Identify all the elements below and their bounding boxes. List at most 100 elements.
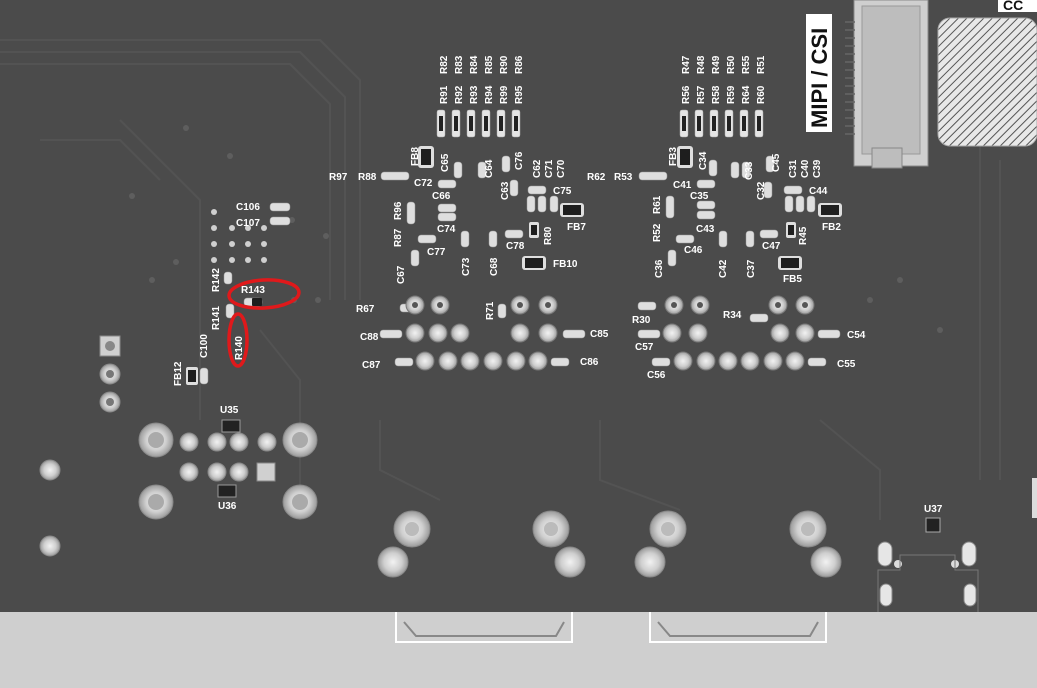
label-C44: C44 [809, 186, 828, 197]
label-C31: C31 [788, 159, 799, 178]
label-R55: R55 [741, 55, 752, 74]
label-R52: R52 [652, 223, 663, 242]
label-C64: C64 [484, 159, 495, 178]
label-C77: C77 [427, 247, 446, 258]
highlight-circle-r143 [227, 278, 301, 310]
label-R71: R71 [485, 301, 496, 320]
label-C41: C41 [673, 180, 692, 191]
label-C78: C78 [506, 241, 525, 252]
left-header [39, 335, 121, 557]
label-C63: C63 [500, 181, 511, 200]
label-C67: C67 [396, 265, 407, 284]
label-R95: R95 [514, 85, 525, 104]
label-C43: C43 [696, 224, 715, 235]
label-R80: R80 [543, 226, 554, 245]
label-R86: R86 [514, 55, 525, 74]
silkscreen-labels: C106 C107 R143 U35 U36 R97 R88 C72 C66 C… [218, 172, 943, 515]
mipi-csi-label: MIPI / CSI [807, 28, 832, 128]
label-C54: C54 [847, 330, 866, 341]
via-grid [211, 209, 267, 263]
label-R97: R97 [329, 172, 348, 183]
label-U35: U35 [220, 405, 239, 416]
label-C39: C39 [812, 159, 823, 178]
label-FB2: FB2 [822, 222, 841, 233]
label-C75: C75 [553, 186, 572, 197]
pcb-traces [0, 39, 1001, 520]
label-R93: R93 [469, 85, 480, 104]
highlight-circle-r140 [227, 312, 249, 368]
label-C42: C42 [718, 259, 729, 278]
label-C88: C88 [360, 332, 379, 343]
label-C55: C55 [837, 359, 856, 370]
bottom-connectors [395, 612, 827, 643]
label-C65: C65 [440, 153, 451, 172]
label-C72: C72 [414, 178, 433, 189]
resistor-array-left [436, 109, 521, 138]
label-R62: R62 [587, 172, 606, 183]
label-FB3: FB3 [668, 147, 679, 166]
board-edge-strip [0, 612, 1037, 688]
label-FB12: FB12 [173, 361, 184, 386]
label-C40: C40 [800, 159, 811, 178]
label-R51: R51 [756, 55, 767, 74]
dark-components [186, 146, 842, 385]
label-R67: R67 [356, 304, 375, 315]
label-C86: C86 [580, 357, 599, 368]
label-R50: R50 [726, 55, 737, 74]
label-R92: R92 [454, 85, 465, 104]
label-C100: C100 [199, 334, 210, 358]
label-R61: R61 [652, 195, 663, 214]
label-R30: R30 [632, 315, 651, 326]
label-R83: R83 [454, 55, 465, 74]
label-R45: R45 [798, 226, 809, 245]
label-C35: C35 [690, 191, 709, 202]
label-R141: R141 [211, 306, 222, 330]
label-C87: C87 [362, 360, 381, 371]
label-FB7: FB7 [567, 222, 586, 233]
label-C37: C37 [746, 259, 757, 278]
label-C74: C74 [437, 224, 456, 235]
label-R88: R88 [358, 172, 377, 183]
audio-jack-footprint [138, 419, 318, 520]
label-C46: C46 [684, 245, 703, 256]
label-R96: R96 [393, 201, 404, 220]
label-C45: C45 [771, 153, 782, 172]
label-C62: C62 [532, 159, 543, 178]
label-C36: C36 [654, 259, 665, 278]
pad-rows [405, 295, 815, 371]
pad-holes [412, 302, 808, 308]
label-R59: R59 [726, 85, 737, 104]
label-R56: R56 [681, 85, 692, 104]
label-C76: C76 [514, 151, 525, 170]
label-R58: R58 [711, 85, 722, 104]
label-R140: R140 [234, 336, 245, 360]
usb-footprint [877, 517, 979, 612]
label-C73: C73 [461, 257, 472, 276]
label-U37: U37 [924, 504, 943, 515]
label-C107: C107 [236, 218, 260, 229]
label-C68: C68 [489, 257, 500, 276]
label-R87: R87 [393, 228, 404, 247]
label-C85: C85 [590, 329, 609, 340]
label-C34: C34 [698, 151, 709, 170]
label-FB10: FB10 [553, 259, 578, 270]
label-R34: R34 [723, 310, 742, 321]
label-R47: R47 [681, 55, 692, 74]
label-C66: C66 [432, 191, 451, 202]
label-R82: R82 [439, 55, 450, 74]
label-FB5: FB5 [783, 274, 802, 285]
smd-parts-vertical [199, 155, 816, 385]
label-FB8: FB8 [410, 147, 421, 166]
label-R91: R91 [439, 85, 450, 104]
label-R90: R90 [499, 55, 510, 74]
label-R48: R48 [696, 55, 707, 74]
label-C33: C33 [744, 161, 755, 180]
silkscreen-labels-vertical: R82 R83 R84 R85 R90 R86 R91 R92 R93 R94 … [173, 55, 823, 386]
label-C56: C56 [647, 370, 666, 381]
label-C32: C32 [756, 181, 767, 200]
bottom-mounting-pads [377, 510, 842, 578]
label-C70: C70 [556, 159, 567, 178]
label-R64: R64 [741, 85, 752, 104]
label-U36: U36 [218, 501, 237, 512]
